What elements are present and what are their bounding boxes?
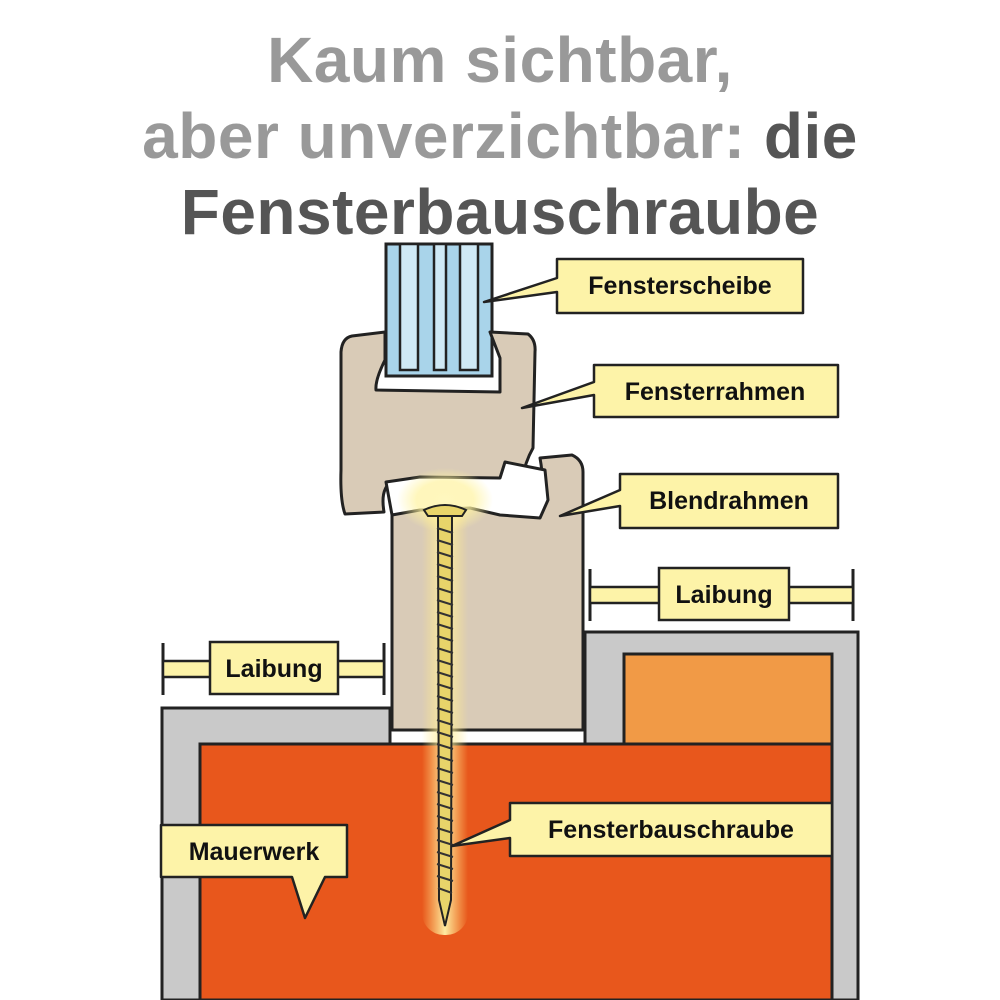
callout-fensterbauschraube: Fensterbauschraube: [450, 801, 834, 858]
title-line-2: aber unverzichtbar: die: [0, 98, 1000, 174]
label-fensterrahmen: Fensterrahmen: [625, 378, 806, 406]
label-mauerwerk: Mauerwerk: [189, 838, 320, 866]
glass-pane: [384, 242, 494, 378]
insulation-block: [622, 652, 834, 748]
window-frame-screw: [422, 504, 468, 927]
label-laibung-right: Laibung: [675, 581, 772, 609]
title-line-1: Kaum sichtbar,: [267, 24, 733, 96]
callout-fensterscheibe: Fensterscheibe: [482, 257, 805, 315]
label-fensterbauschraube: Fensterbauschraube: [548, 816, 794, 844]
label-fensterscheibe: Fensterscheibe: [588, 272, 772, 300]
callout-mauerwerk: Mauerwerk: [159, 823, 349, 920]
callout-fensterrahmen: Fensterrahmen: [520, 363, 840, 419]
label-laibung-left: Laibung: [225, 655, 322, 683]
screw-head-glow: [397, 468, 493, 532]
callout-blendrahmen: Blendrahmen: [558, 472, 840, 530]
title-line-3: Fensterbauschraube: [180, 176, 820, 248]
title-line-2-light: aber unverzichtbar:: [142, 100, 746, 172]
dimension-laibung-left: Laibung: [161, 640, 386, 696]
diagram-title: Kaum sichtbar, aber unverzichtbar: die F…: [0, 22, 1000, 250]
title-line-2-dark: die: [763, 100, 858, 172]
label-blendrahmen: Blendrahmen: [649, 487, 809, 515]
dimension-laibung-right: Laibung: [588, 566, 855, 622]
